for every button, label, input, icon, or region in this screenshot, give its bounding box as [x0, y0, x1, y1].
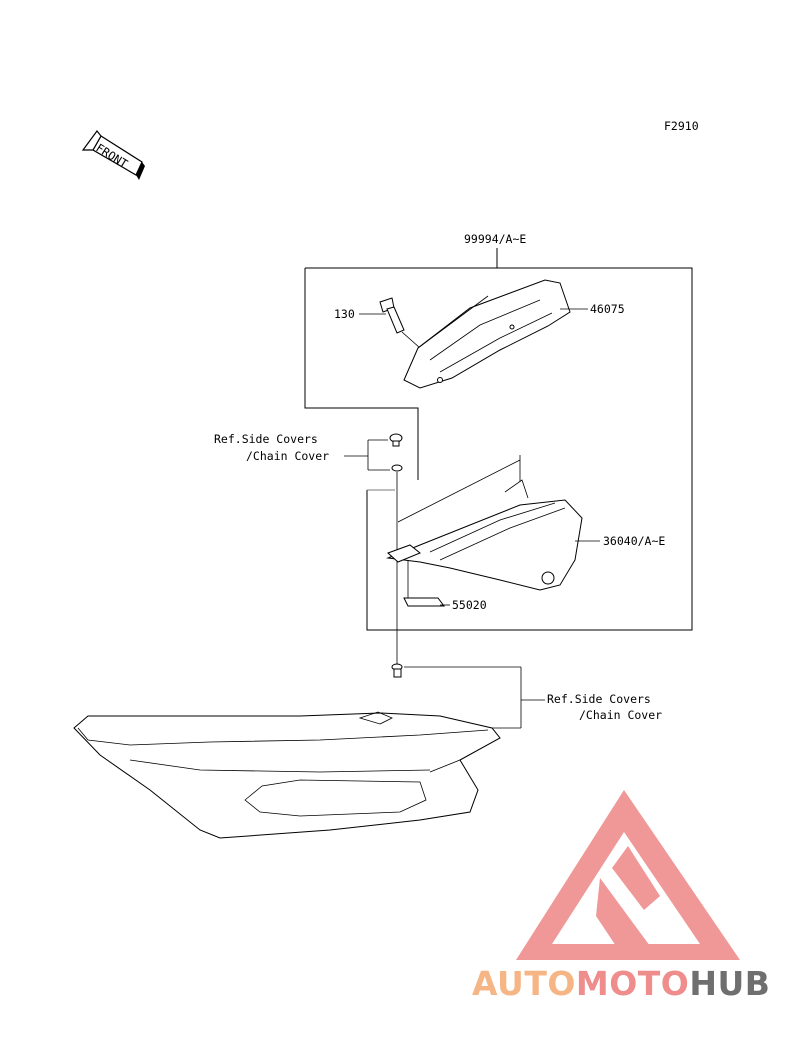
ref-bottom-line2: /Chain Cover [579, 708, 662, 722]
brand-hub: HUB [689, 964, 771, 1003]
bolt-part [379, 297, 405, 334]
watermark-logo-icon [516, 790, 740, 960]
ref-bottom-line1: Ref.Side Covers [547, 692, 651, 706]
callout-bracket: 46075 [590, 302, 625, 316]
kit-boundary [305, 267, 693, 631]
watermark-brand: AUTOMOTOHUB [472, 964, 770, 1003]
screw-part-bottom [391, 663, 403, 678]
callout-cover: 36040/A~E [603, 534, 665, 548]
ref-top-line1: Ref.Side Covers [214, 432, 318, 446]
bracket-part [403, 279, 571, 389]
cover-part [386, 455, 583, 591]
callout-bolt: 130 [334, 307, 355, 321]
brand-auto: AUTO [472, 964, 576, 1003]
callout-label: 55020 [452, 598, 487, 612]
front-arrow-icon: FRONT [81, 130, 145, 180]
callout-kit: 99994/A~E [464, 232, 526, 246]
ref-top-line2: /Chain Cover [246, 449, 329, 463]
label-part [403, 560, 445, 607]
figure-code: F2910 [664, 119, 699, 133]
side-cover-part [73, 711, 501, 839]
screw-part-top [389, 433, 403, 472]
brand-moto: MOTO [575, 964, 690, 1003]
